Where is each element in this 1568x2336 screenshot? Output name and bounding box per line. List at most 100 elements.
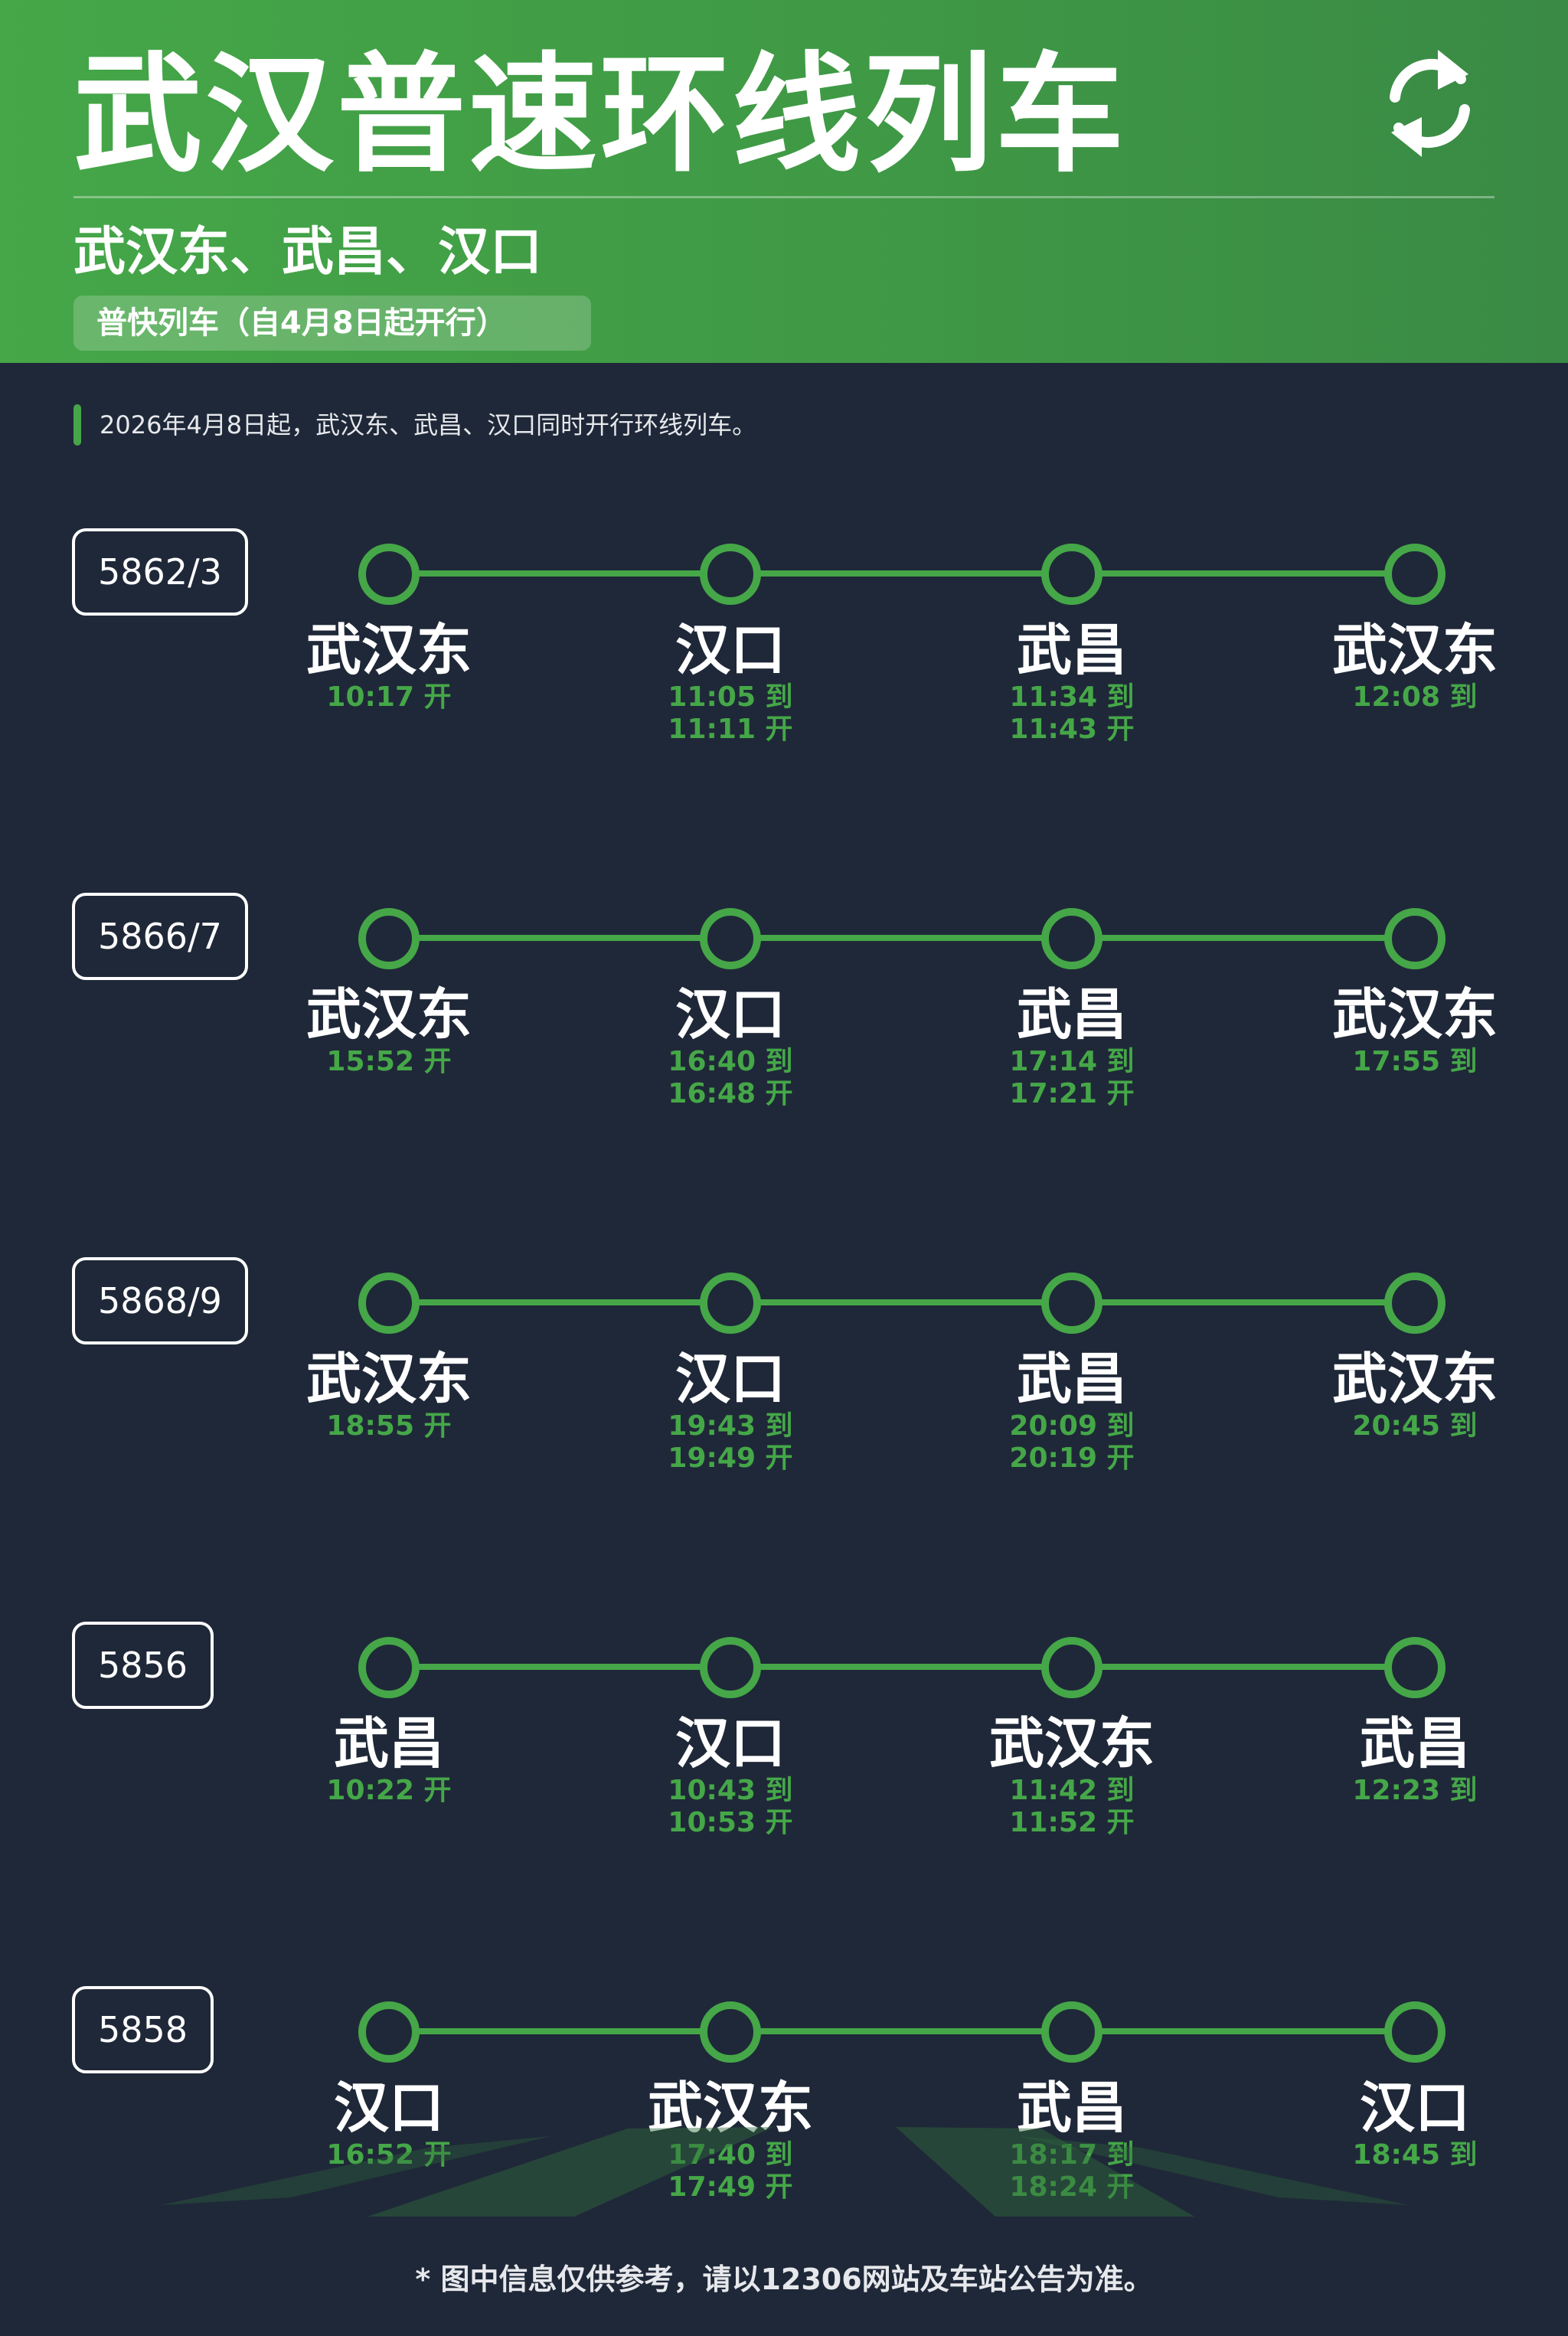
station-time: 19:43 到 [668, 1410, 793, 1442]
station-marker-icon [700, 2001, 761, 2063]
station-marker-icon [1041, 1637, 1102, 1698]
station-marker-icon [700, 1273, 761, 1334]
train-number-badge: 5866/7 [72, 893, 248, 980]
route-line [389, 1664, 1415, 1670]
page-subtitle: 武汉东、武昌、汉口 [74, 222, 543, 283]
station-name: 武昌 [1016, 618, 1127, 682]
station-time: 11:11 开 [668, 714, 793, 745]
station-marker-icon [700, 1637, 761, 1698]
station-marker-icon [358, 544, 420, 605]
station-time: 16:52 开 [326, 2139, 452, 2171]
station-marker-icon [358, 908, 420, 969]
station-time: 18:45 到 [1352, 2139, 1478, 2171]
route-line [389, 1299, 1415, 1305]
station-marker-icon [1384, 1637, 1446, 1698]
header-banner: 武汉普速环线列车 武汉东、武昌、汉口 普快列车（自4月8日起开行） [0, 0, 1568, 363]
station-time: 16:40 到 [668, 1046, 793, 1077]
station-marker-icon [358, 1273, 420, 1334]
route-line [389, 570, 1415, 577]
station-time: 15:52 开 [326, 1046, 452, 1077]
train-number-badge: 5858 [72, 1986, 214, 2073]
station-name: 武汉东 [1331, 1347, 1498, 1411]
station-marker-icon [358, 1637, 420, 1698]
station-time: 17:49 开 [668, 2171, 793, 2203]
station-marker-icon [1041, 908, 1102, 969]
station-marker-icon [1041, 1273, 1102, 1334]
train-number-badge: 5862/3 [72, 528, 248, 616]
page-title: 武汉普速环线列车 [74, 40, 1127, 190]
station-name: 武汉东 [305, 982, 472, 1047]
station-time: 11:43 开 [1009, 714, 1135, 745]
station-name: 武汉东 [1331, 618, 1498, 682]
station-time: 11:34 到 [1009, 681, 1135, 713]
station-time: 17:21 开 [1009, 1078, 1135, 1109]
route-line [389, 935, 1415, 941]
station-time: 16:48 开 [668, 1078, 793, 1109]
station-time: 12:08 到 [1352, 681, 1478, 713]
station-time: 20:45 到 [1352, 1410, 1478, 1442]
station-name: 汉口 [675, 618, 786, 682]
station-marker-icon [1384, 2001, 1446, 2063]
notice-accent-bar [74, 404, 81, 446]
station-name: 汉口 [1359, 2076, 1470, 2140]
station-time: 18:17 到 [1009, 2139, 1135, 2171]
station-time: 10:17 开 [326, 681, 452, 713]
service-tag: 普快列车（自4月8日起开行） [74, 296, 591, 351]
station-time: 18:55 开 [326, 1410, 452, 1442]
station-time: 11:05 到 [668, 681, 793, 713]
station-name: 汉口 [675, 1347, 786, 1411]
station-time: 20:09 到 [1009, 1410, 1135, 1442]
station-name: 武昌 [1359, 1711, 1470, 1776]
station-time: 11:52 开 [1009, 1807, 1135, 1838]
station-time: 10:22 开 [326, 1775, 452, 1806]
station-marker-icon [1041, 544, 1102, 605]
station-name: 汉口 [675, 1711, 786, 1776]
notice-text: 2026年4月8日起，武汉东、武昌、汉口同时开行环线列车。 [100, 410, 757, 439]
station-name: 武昌 [1016, 982, 1127, 1047]
station-marker-icon [358, 2001, 420, 2063]
station-name: 武汉东 [305, 1347, 472, 1411]
station-name: 汉口 [333, 2076, 444, 2140]
station-time: 11:42 到 [1009, 1775, 1135, 1806]
station-name: 武昌 [1016, 1347, 1127, 1411]
station-time: 10:53 开 [668, 1807, 793, 1838]
station-time: 17:55 到 [1352, 1046, 1478, 1077]
title-divider [74, 196, 1494, 198]
station-marker-icon [700, 908, 761, 969]
station-time: 20:19 开 [1009, 1442, 1135, 1474]
station-time: 17:40 到 [668, 2139, 793, 2171]
station-marker-icon [1384, 1273, 1446, 1334]
station-marker-icon [1384, 544, 1446, 605]
station-time: 19:49 开 [668, 1442, 793, 1474]
cycle-arrows-icon [1390, 50, 1470, 157]
station-marker-icon [1384, 908, 1446, 969]
station-time: 17:14 到 [1009, 1046, 1135, 1077]
train-number-badge: 5868/9 [72, 1257, 248, 1344]
station-name: 武汉东 [305, 618, 472, 682]
station-name: 武汉东 [647, 2076, 813, 2140]
footnote-text: * 图中信息仅供参考，请以12306网站及车站公告为准。 [415, 2262, 1153, 2296]
track-decoration [161, 2127, 1409, 2217]
station-time: 10:43 到 [668, 1775, 793, 1806]
station-time: 12:23 到 [1352, 1775, 1478, 1806]
station-name: 武汉东 [988, 1711, 1155, 1776]
station-marker-icon [700, 544, 761, 605]
